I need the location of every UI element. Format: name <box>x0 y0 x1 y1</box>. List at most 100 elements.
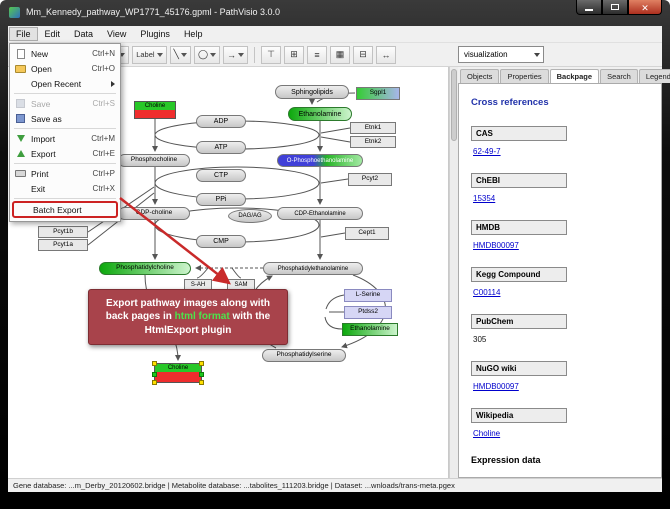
menu-plugins[interactable]: Plugins <box>140 29 170 39</box>
submenu-arrow-icon <box>111 80 115 87</box>
pathway-node-phosphatidylserine[interactable]: Phosphatidylserine <box>262 349 346 362</box>
pathway-node-adp[interactable]: ADP <box>196 115 246 128</box>
menu-item-label: Save <box>31 98 51 109</box>
tab-search[interactable]: Search <box>600 69 638 83</box>
pathway-node-pcyt1a[interactable]: Pcyt1a <box>38 239 88 251</box>
menu-edit[interactable]: Edit <box>44 29 61 39</box>
menu-separator <box>14 93 116 94</box>
backpage-link-nugo[interactable]: HMDB00097 <box>473 382 519 391</box>
node-label: Choline <box>155 364 201 372</box>
menu-view[interactable]: View <box>107 29 127 39</box>
distribute-button[interactable]: ⊟ <box>353 45 374 64</box>
pathway-node-phosphatidylethanolamine[interactable]: Phosphatidylethanolamine <box>263 262 363 275</box>
printer-icon <box>14 168 27 179</box>
pathway-node-pcyt2[interactable]: Pcyt2 <box>348 173 392 186</box>
close-button[interactable] <box>628 0 662 15</box>
file-menu-open[interactable]: Open Ctrl+O <box>10 61 120 76</box>
backpage-value-pubchem: 305 <box>473 335 487 344</box>
line-tool-button[interactable]: ╲ <box>169 45 191 64</box>
pathway-node-ppi[interactable]: PPi <box>196 193 246 206</box>
file-menu-import[interactable]: Import Ctrl+M <box>10 131 120 146</box>
pathway-node-pcyt1b[interactable]: Pcyt1b <box>38 226 88 238</box>
align-middle-button[interactable]: ≡ <box>307 45 328 64</box>
label-tool-button[interactable]: Label <box>132 45 167 64</box>
pathway-node-l-serine[interactable]: L-Serine <box>344 289 392 302</box>
backpage-link-cas[interactable]: 62-49-7 <box>473 147 501 156</box>
selection-handle-green[interactable] <box>199 372 204 377</box>
no-icon <box>14 183 27 194</box>
pathway-node-cdp-ethanolamine[interactable]: CDP-Ethanolamine <box>277 207 363 220</box>
selection-handle[interactable] <box>199 361 204 366</box>
backpage-link-wikipedia[interactable]: Choline <box>473 429 501 438</box>
menu-item-shortcut: Ctrl+E <box>92 149 115 158</box>
menu-help[interactable]: Help <box>183 29 203 39</box>
visualization-combobox[interactable]: visualization <box>458 46 544 63</box>
callout-text: with the HtmlExport plugin <box>144 311 271 336</box>
backpage-section-header-pubchem: PubChem <box>471 314 567 329</box>
title-bar[interactable]: Mm_Kennedy_pathway_WP1771_45176.gpml - P… <box>0 0 670 26</box>
stack-button[interactable]: ▦ <box>330 45 351 64</box>
menu-separator <box>14 198 116 199</box>
menu-file[interactable]: File <box>9 27 38 41</box>
tab-objects[interactable]: Objects <box>460 69 500 83</box>
menu-data[interactable]: Data <box>74 29 94 39</box>
pathway-node-cept1[interactable]: Cept1 <box>345 227 389 240</box>
backpage-section-header-cas: CAS <box>471 126 567 141</box>
align-center-icon: ⊞ <box>290 49 298 59</box>
selection-handle[interactable] <box>152 380 157 385</box>
menu-item-label: Import <box>31 133 56 144</box>
menu-bar: File Edit Data View Plugins Help <box>8 26 662 43</box>
pathway-node-atp[interactable]: ATP <box>196 141 246 154</box>
pathway-node-dag[interactable]: DAG/AG <box>228 209 272 223</box>
menu-item-label: Open Recent <box>31 78 82 89</box>
pathway-node-choline-top[interactable]: Choline <box>134 101 176 119</box>
tab-backpage[interactable]: Backpage <box>549 69 600 84</box>
selection-handle[interactable] <box>152 361 157 366</box>
menu-item-shortcut: Ctrl+N <box>92 49 115 58</box>
pathway-node-cmp[interactable]: CMP <box>196 235 246 248</box>
shape-tool-button[interactable]: ◯ <box>193 45 221 64</box>
menu-item-label: Export <box>31 148 56 159</box>
selection-handle-green[interactable] <box>152 372 157 377</box>
pathway-node-ptdss2[interactable]: Ptdss2 <box>344 306 392 319</box>
window-controls <box>576 0 662 15</box>
pathway-node-cdp-choline[interactable]: CDP-choline <box>118 207 190 220</box>
maximize-button[interactable] <box>602 0 628 15</box>
pathway-node-phosphatidylcholine[interactable]: Phosphatidylcholine <box>99 262 191 275</box>
file-menu-print[interactable]: Print Ctrl+P <box>10 166 120 181</box>
menu-item-shortcut: Ctrl+O <box>91 64 115 73</box>
same-width-button[interactable]: ↔ <box>376 45 397 64</box>
file-menu-export[interactable]: Export Ctrl+E <box>10 146 120 161</box>
align-top-button[interactable]: ⊤ <box>261 45 282 64</box>
save-as-disk-icon <box>14 113 27 124</box>
tab-properties[interactable]: Properties <box>500 69 549 83</box>
scrollbar-thumb[interactable] <box>451 69 457 141</box>
stack-icon: ▦ <box>335 49 345 59</box>
file-menu-open-recent[interactable]: Open Recent <box>10 76 120 91</box>
pathway-node-phosphocholine[interactable]: Phosphocholine <box>118 154 190 167</box>
pathway-node-sgpl1[interactable]: Sgpl1 <box>356 87 400 100</box>
minimize-button[interactable] <box>576 0 602 15</box>
pathway-node-ethanolamine-top[interactable]: Ethanolamine <box>288 107 352 121</box>
tab-legend[interactable]: Legend <box>638 69 670 83</box>
file-menu-exit[interactable]: Exit Ctrl+X <box>10 181 120 196</box>
pathway-node-ethanolamine-right[interactable]: Ethanolamine <box>342 323 398 336</box>
pathway-node-choline-selected[interactable]: Choline <box>152 361 204 385</box>
align-center-button[interactable]: ⊞ <box>284 45 305 64</box>
backpage-link-chebi[interactable]: 15354 <box>473 194 496 203</box>
pathway-node-o-phosphoethanolamine[interactable]: O-Phosphoethanolamine <box>277 154 363 167</box>
export-arrow-icon <box>14 148 27 159</box>
pathway-node-sphingolipids[interactable]: Sphingolipids <box>275 85 349 99</box>
file-menu-save[interactable]: Save Ctrl+S <box>10 96 120 111</box>
canvas-vertical-scrollbar[interactable] <box>449 67 458 478</box>
pathway-node-etnk2[interactable]: Etnk2 <box>350 136 396 148</box>
file-menu-new[interactable]: New Ctrl+N <box>10 46 120 61</box>
pathway-node-ctp[interactable]: CTP <box>196 169 246 182</box>
connector-tool-button[interactable]: → <box>223 45 249 64</box>
backpage-link-hmdb[interactable]: HMDB00097 <box>473 241 519 250</box>
pathway-node-etnk1[interactable]: Etnk1 <box>350 122 396 134</box>
backpage-link-kegg[interactable]: C00114 <box>473 288 501 297</box>
file-menu-batch-export[interactable]: Batch Export <box>12 201 118 218</box>
selection-handle[interactable] <box>199 380 204 385</box>
file-menu-save-as[interactable]: Save as <box>10 111 120 126</box>
